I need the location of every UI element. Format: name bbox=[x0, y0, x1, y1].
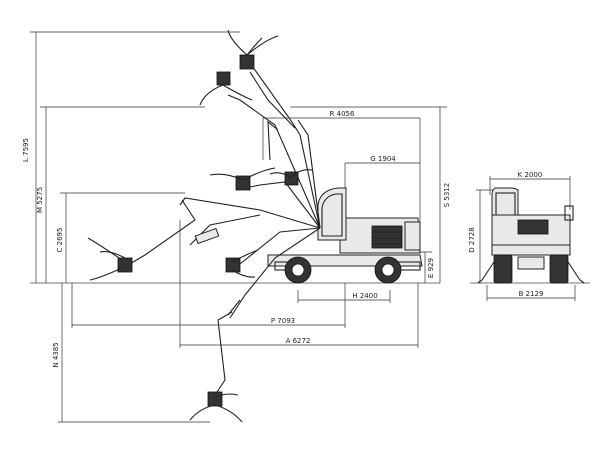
dim-s-label: S 5312 bbox=[443, 183, 451, 207]
dim-n: N 4385 bbox=[52, 283, 210, 423]
front-left-wheel bbox=[493, 254, 513, 284]
cab-window bbox=[321, 193, 343, 237]
dim-k: K 2000 bbox=[489, 171, 571, 210]
arm-position-mid bbox=[209, 167, 321, 229]
arm-position-top bbox=[227, 29, 321, 229]
dim-a-label: A 6272 bbox=[286, 337, 311, 345]
front-grille bbox=[517, 219, 549, 235]
dim-m: M 5275 bbox=[36, 106, 205, 283]
dim-r-label: R 4056 bbox=[330, 110, 355, 118]
dim-c: C 2695 bbox=[56, 192, 185, 283]
dim-e-label: E 929 bbox=[427, 258, 435, 278]
front-axle bbox=[491, 244, 571, 256]
dim-h-label: H 2400 bbox=[352, 292, 377, 300]
front-right-wheel bbox=[549, 254, 569, 284]
counterweight bbox=[404, 221, 421, 251]
arm-cylinder bbox=[194, 227, 220, 245]
excavator-side-view bbox=[267, 187, 423, 284]
grapple-forward bbox=[87, 237, 133, 281]
dim-d-label: D 2728 bbox=[468, 227, 476, 252]
front-outrigger-right bbox=[567, 261, 585, 284]
dim-l-label: L 7595 bbox=[22, 138, 30, 162]
dim-b: B 2129 bbox=[486, 285, 576, 301]
dim-p-label: P 7093 bbox=[271, 317, 295, 325]
front-mirror bbox=[564, 205, 574, 221]
grapple-upper-mid bbox=[199, 71, 253, 106]
grapple-ground bbox=[225, 249, 259, 278]
rear-wheel bbox=[374, 256, 402, 284]
arm-position-ground bbox=[225, 227, 321, 278]
front-outrigger-left bbox=[477, 261, 495, 284]
grapple-mid bbox=[209, 167, 276, 191]
excavator-front-view bbox=[477, 187, 585, 284]
dim-g-label: G 1904 bbox=[370, 155, 396, 163]
dim-m-label: M 5275 bbox=[36, 187, 44, 213]
front-wheel bbox=[284, 256, 312, 284]
dim-h: H 2400 bbox=[297, 290, 391, 303]
grapple-top bbox=[227, 29, 279, 70]
grapple-deep bbox=[189, 391, 243, 423]
arm-position-forward bbox=[87, 197, 321, 281]
grapple-mid-2 bbox=[269, 169, 313, 186]
dim-g: G 1904 bbox=[344, 155, 420, 200]
dim-a: A 6272 bbox=[179, 220, 419, 348]
arm-position-deep bbox=[189, 227, 321, 423]
dim-s: S 5312 bbox=[290, 106, 451, 283]
dim-c-label: C 2695 bbox=[56, 228, 64, 253]
front-diff bbox=[517, 256, 545, 270]
dim-b-label: B 2129 bbox=[519, 290, 544, 298]
dim-p: P 7093 bbox=[71, 283, 346, 328]
engine-block bbox=[371, 225, 403, 249]
dim-l: L 7595 bbox=[22, 31, 240, 283]
dim-k-label: K 2000 bbox=[518, 171, 543, 179]
dim-d: D 2728 bbox=[468, 189, 495, 283]
dim-n-label: N 4385 bbox=[52, 342, 60, 367]
